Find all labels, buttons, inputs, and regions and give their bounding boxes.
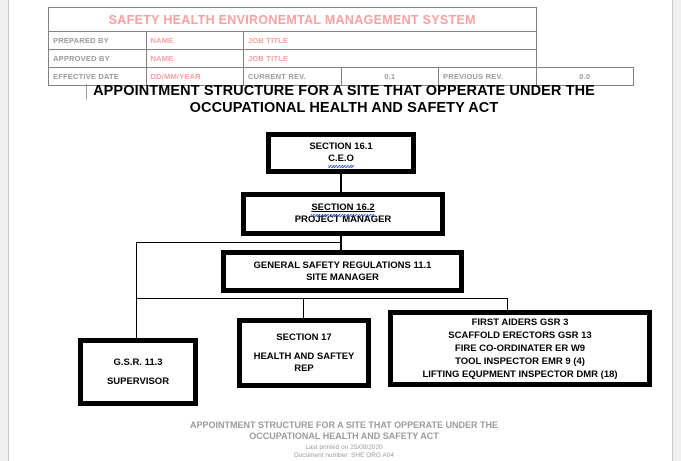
page-edge-right [672, 0, 681, 461]
text-cursor [86, 84, 87, 99]
footer-last-printed: Last printed on 25/08/2020 [305, 444, 383, 451]
previous-rev-value[interactable]: 0.0 [535, 67, 634, 86]
node-appointees-line-2: SCAFFOLD ERECTORS GSR 13 [448, 330, 592, 341]
node-health-safety-rep-line-2: HEALTH AND SAFTEY [253, 350, 355, 362]
table-row: EFFECTIVE DATE DD/MM/YEAR CURRENT REV. 0… [48, 67, 634, 86]
effective-date-label: EFFECTIVE DATE [48, 67, 147, 86]
footer-meta: Last printed on 25/08/2020 Document numb… [88, 442, 600, 460]
node-appointees-line-1: FIRST AIDERS GSR 3 [471, 317, 569, 328]
node-project-manager-line-2: PROJECT MANAGER [294, 214, 392, 225]
node-supervisor-line-2: SUPERVISOR [106, 375, 170, 387]
node-project-manager[interactable]: SECTION 16.2 PROJECT MANAGER [241, 192, 445, 236]
node-appointees-line-5: LIFTING EQUPMENT INSPECTOR DMR (18) [422, 369, 618, 380]
node-appointees-line-3: FIRE CO-ORDINATER ER W9 [454, 343, 586, 354]
page-edge-left [0, 0, 9, 461]
page-title: APPOINTMENT STRUCTURE FOR A SITE THAT OP… [86, 83, 600, 117]
node-supervisor[interactable]: G.S.R. 11.3 SUPERVISOR [78, 338, 198, 406]
node-health-safety-rep[interactable]: SECTION 17 HEALTH AND SAFTEY REP [237, 318, 371, 388]
node-health-safety-rep-line-1: SECTION 17 [276, 331, 332, 343]
connector-branch-vertical-left [136, 242, 137, 338]
table-row: PREPARED BY NAME JOB TITLE [48, 31, 634, 50]
node-appointees-line-4: TOOL INSPECTOR EMR 9 (4) [455, 356, 585, 367]
footer-line-2: OCCUPATIONAL HEALTH AND SAFETY ACT [249, 431, 439, 441]
node-health-safety-rep-line-3: REP [294, 362, 314, 374]
connector-to-appointees [507, 298, 508, 310]
node-ceo[interactable]: SECTION 16.1 C.E.O [266, 132, 416, 174]
document-header-table: SAFETY HEALTH ENVIRONEMTAL MANAGEMENT SY… [48, 7, 634, 86]
node-site-manager[interactable]: GENERAL SAFETY REGULATIONS 11.1 SITE MAN… [221, 250, 464, 293]
footer-line-1: APPOINTMENT STRUCTURE FOR A SITE THAT OP… [189, 420, 498, 430]
node-ceo-line-2: C.E.O [328, 153, 354, 168]
page-title-line-1: APPOINTMENT STRUCTURE FOR A SITE THAT OP… [93, 83, 595, 99]
page-title-line-2: OCCUPATIONAL HEALTH AND SAFETY ACT [189, 100, 499, 116]
node-appointees[interactable]: FIRST AIDERS GSR 3 SCAFFOLD ERECTORS GSR… [388, 310, 652, 387]
node-project-manager-line-1: SECTION 16.2 [311, 202, 376, 217]
connector-branch-horizontal-top [136, 242, 342, 243]
node-ceo-line-1: SECTION 16.1 [309, 141, 373, 152]
connector-project-manager-to-site-manager [340, 236, 342, 250]
node-supervisor-line-1: G.S.R. 11.3 [113, 356, 163, 368]
connector-ceo-to-project-manager [340, 174, 342, 192]
node-site-manager-line-2: SITE MANAGER [306, 271, 379, 283]
footer: APPOINTMENT STRUCTURE FOR A SITE THAT OP… [88, 420, 600, 460]
footer-document-number: Document number: SHE ORG A04 [293, 452, 395, 459]
node-site-manager-line-1: GENERAL SAFETY REGULATIONS 11.1 [253, 259, 432, 271]
connector-bottom-bus-horizontal [136, 298, 508, 299]
connector-to-health-safety-rep [303, 298, 304, 318]
